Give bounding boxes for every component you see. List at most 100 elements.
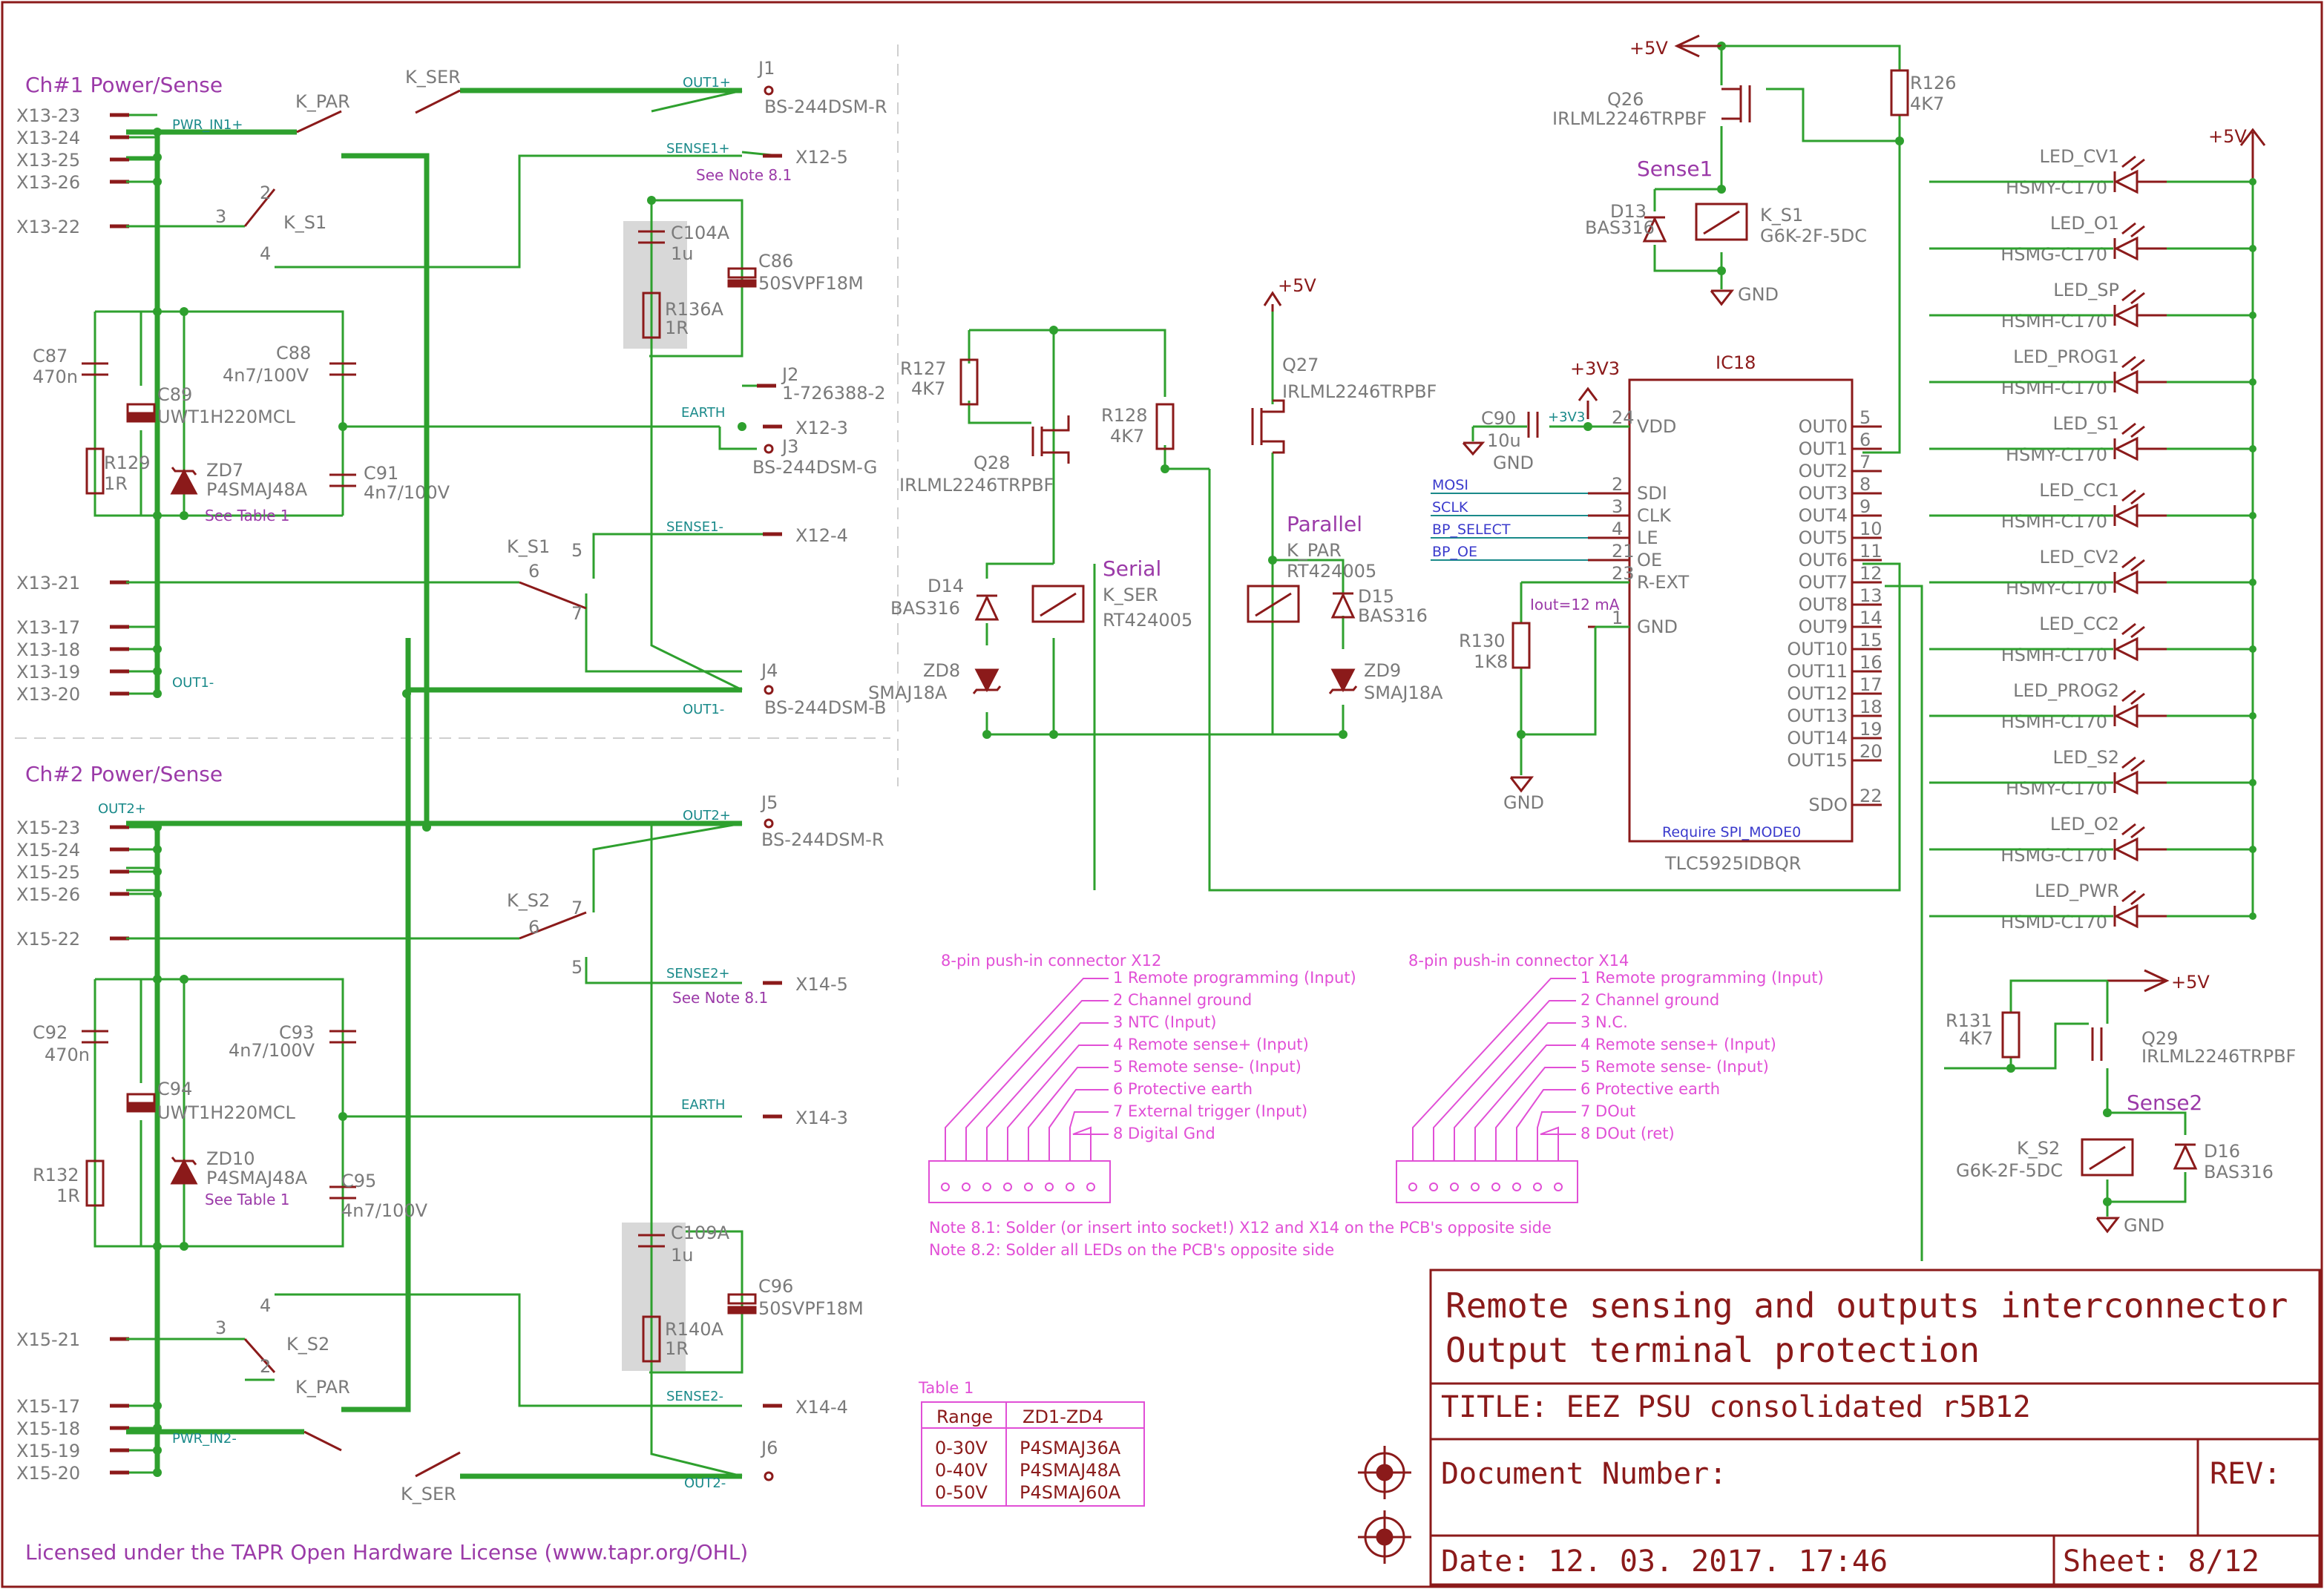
svg-text:C91: C91 (364, 463, 398, 484)
signal-label: SCLK (1432, 499, 1468, 516)
ch2-title: Ch#2 Power/Sense (25, 762, 223, 786)
ic18-pin-name: OUT6 (1799, 550, 1848, 570)
ic18-pin-name: OUT10 (1787, 639, 1848, 659)
terminal-label: X13-20 (16, 684, 80, 705)
svg-text:K_S1: K_S1 (1760, 205, 1803, 226)
svg-text:1u: 1u (671, 243, 693, 264)
j2-connector[interactable]: J2 1-726388-2 (757, 364, 885, 404)
d16-diode: D16 BAS316 (2173, 1141, 2274, 1182)
connector-pin (1533, 1182, 1542, 1191)
ks2-relay-coil: K_S2 G6K-2F-5DC (1956, 1138, 2134, 1181)
j6-connector[interactable]: J6 (760, 1438, 778, 1481)
relay-drive-section: +5V Q27 IRLML2246TRPBF R127 4K7 R128 4K7… (868, 275, 1923, 1261)
svg-text:P4SMAJ48A: P4SMAJ48A (206, 1168, 308, 1188)
ic18-pin-num: 23 (1612, 563, 1635, 584)
svg-text:C89: C89 (157, 384, 192, 405)
ic18-pin-num: 16 (1859, 652, 1882, 673)
table1-range: 0-50V (935, 1482, 988, 1503)
svg-text:10u: 10u (1487, 430, 1521, 451)
connector-pin-desc: 8 DOut (ret) (1580, 1125, 1675, 1142)
connector-pin-desc: 5 Remote sense- (Input) (1113, 1058, 1301, 1076)
ic18-pin-num: 24 (1612, 407, 1635, 428)
svg-text:RT424005: RT424005 (1287, 561, 1376, 582)
svg-text:G6K-2F-5DC: G6K-2F-5DC (1760, 226, 1867, 246)
svg-text:J1: J1 (757, 58, 775, 79)
svg-text:470n: 470n (45, 1044, 90, 1065)
ic18-pin-num: 20 (1859, 741, 1882, 762)
led-part: HSMY-C170 (2006, 444, 2107, 465)
svg-text:BAS316: BAS316 (2204, 1162, 2274, 1182)
note-81-ref: See Note 8.1 (696, 166, 792, 184)
fiducial-icon (1358, 1446, 1411, 1499)
x14-title: 8-pin push-in connector X14 (1408, 952, 1629, 970)
q26-mosfet: Q26 IRLML2246TRPBF (1552, 85, 1751, 129)
ic18-part: TLC5925IDBQR (1664, 853, 1801, 874)
sense2-gnd: GND (2124, 1215, 2164, 1236)
connector-pin (1554, 1182, 1563, 1191)
svg-text:SMAJ18A: SMAJ18A (868, 682, 948, 703)
j3-connector[interactable]: J3 BS-244DSM-G (752, 436, 877, 478)
svg-text:Q26: Q26 (1607, 89, 1644, 110)
net-out2p: OUT2+ (683, 808, 731, 823)
ic18-pin-num: 19 (1859, 719, 1882, 740)
ic18-pin-num: 1 (1612, 608, 1623, 628)
led-name: LED_O1 (2050, 213, 2119, 234)
connector-pin-desc: 4 Remote sense+ (Input) (1113, 1036, 1309, 1053)
terminal-label: X15-19 (16, 1441, 80, 1461)
connector-pin-desc: 3 N.C. (1580, 1013, 1628, 1031)
x14-3-label: X14-3 (795, 1108, 848, 1128)
ic18-pin-name: OE (1637, 550, 1662, 570)
signal-label: BP_SELECT (1432, 522, 1511, 538)
ch2-pin-5: 5 (571, 957, 582, 978)
c109a-capacitor: C109A 1u (638, 1223, 730, 1266)
sense2-section: +5V R131 4K7 Q29 IRLML2246TRPBF Sense2 K… (1944, 969, 2296, 1236)
zd9-zener: ZD9 SMAJ18A (1328, 660, 1443, 703)
connector-pin-desc: 8 Digital Gnd (1113, 1125, 1215, 1142)
led-name: LED_CC2 (2039, 613, 2119, 634)
terminal-label: X15-21 (16, 1329, 80, 1350)
j4-connector[interactable]: J4 BS-244DSM-B (760, 660, 886, 718)
x14-5-label: X14-5 (795, 974, 848, 995)
connector-pin-desc: 2 Channel ground (1580, 991, 1719, 1009)
q27-mosfet: Q27 IRLML2246TRPBF (1251, 355, 1437, 454)
ic18-spi-note: Require SPI_MODE0 (1662, 824, 1801, 840)
svg-text:P4SMAJ48A: P4SMAJ48A (206, 479, 308, 500)
svg-text:4K7: 4K7 (1959, 1028, 1993, 1049)
ch2-pin-7: 7 (571, 898, 582, 918)
led-part: HSMY-C170 (2006, 778, 2107, 799)
svg-text:RT424005: RT424005 (1103, 610, 1192, 631)
terminal-label: X13-25 (16, 150, 80, 171)
kser-relay-coil: Serial K_SER RT424005 (1031, 556, 1192, 631)
ic18-pin-name: OUT2 (1799, 461, 1848, 481)
d14-diode: D14 BAS316 (890, 576, 999, 621)
ic18-pin-num: 15 (1859, 630, 1882, 651)
ks1-relay-coil: K_S1 G6K-2F-5DC (1695, 203, 1867, 246)
svg-text:K_PAR: K_PAR (1287, 540, 1342, 561)
title-docnum: Document Number: (1441, 1457, 1727, 1491)
pin-3: 3 (215, 206, 226, 227)
net-out1: OUT1- (172, 675, 214, 691)
ic18-pin-name: R-EXT (1637, 572, 1690, 593)
svg-text:BS-244DSM-B: BS-244DSM-B (764, 697, 886, 718)
led-icon (2113, 622, 2167, 662)
net-pwr-in1: PWR_IN1+ (172, 117, 243, 133)
svg-text:C109A: C109A (671, 1223, 730, 1243)
j5-connector[interactable]: J5 BS-244DSM-R (760, 792, 884, 850)
net-earth1: EARTH (681, 405, 725, 421)
q28-mosfet: Q28 IRLML2246TRPBF (899, 415, 1070, 496)
connector-pin-desc: 5 Remote sense- (Input) (1580, 1058, 1769, 1076)
svg-text:BAS316: BAS316 (1585, 217, 1655, 238)
ic18-pin-name: OUT1 (1799, 438, 1848, 459)
svg-text:C95: C95 (341, 1171, 376, 1191)
svg-text:Serial: Serial (1103, 556, 1161, 581)
sense2-vcc: +5V (2171, 972, 2210, 993)
connector-pin (1429, 1182, 1438, 1191)
connector-pin (941, 1182, 950, 1191)
j1-connector[interactable]: J1 BS-244DSM-R (757, 58, 887, 117)
terminal-label: X13-26 (16, 172, 80, 193)
svg-text:J5: J5 (760, 792, 778, 813)
ch1-ks1-label: K_S1 (283, 212, 326, 233)
net-pwr-in2: PWR_IN2- (172, 1431, 237, 1447)
svg-text:IRLML2246TRPBF: IRLML2246TRPBF (2141, 1046, 2296, 1067)
